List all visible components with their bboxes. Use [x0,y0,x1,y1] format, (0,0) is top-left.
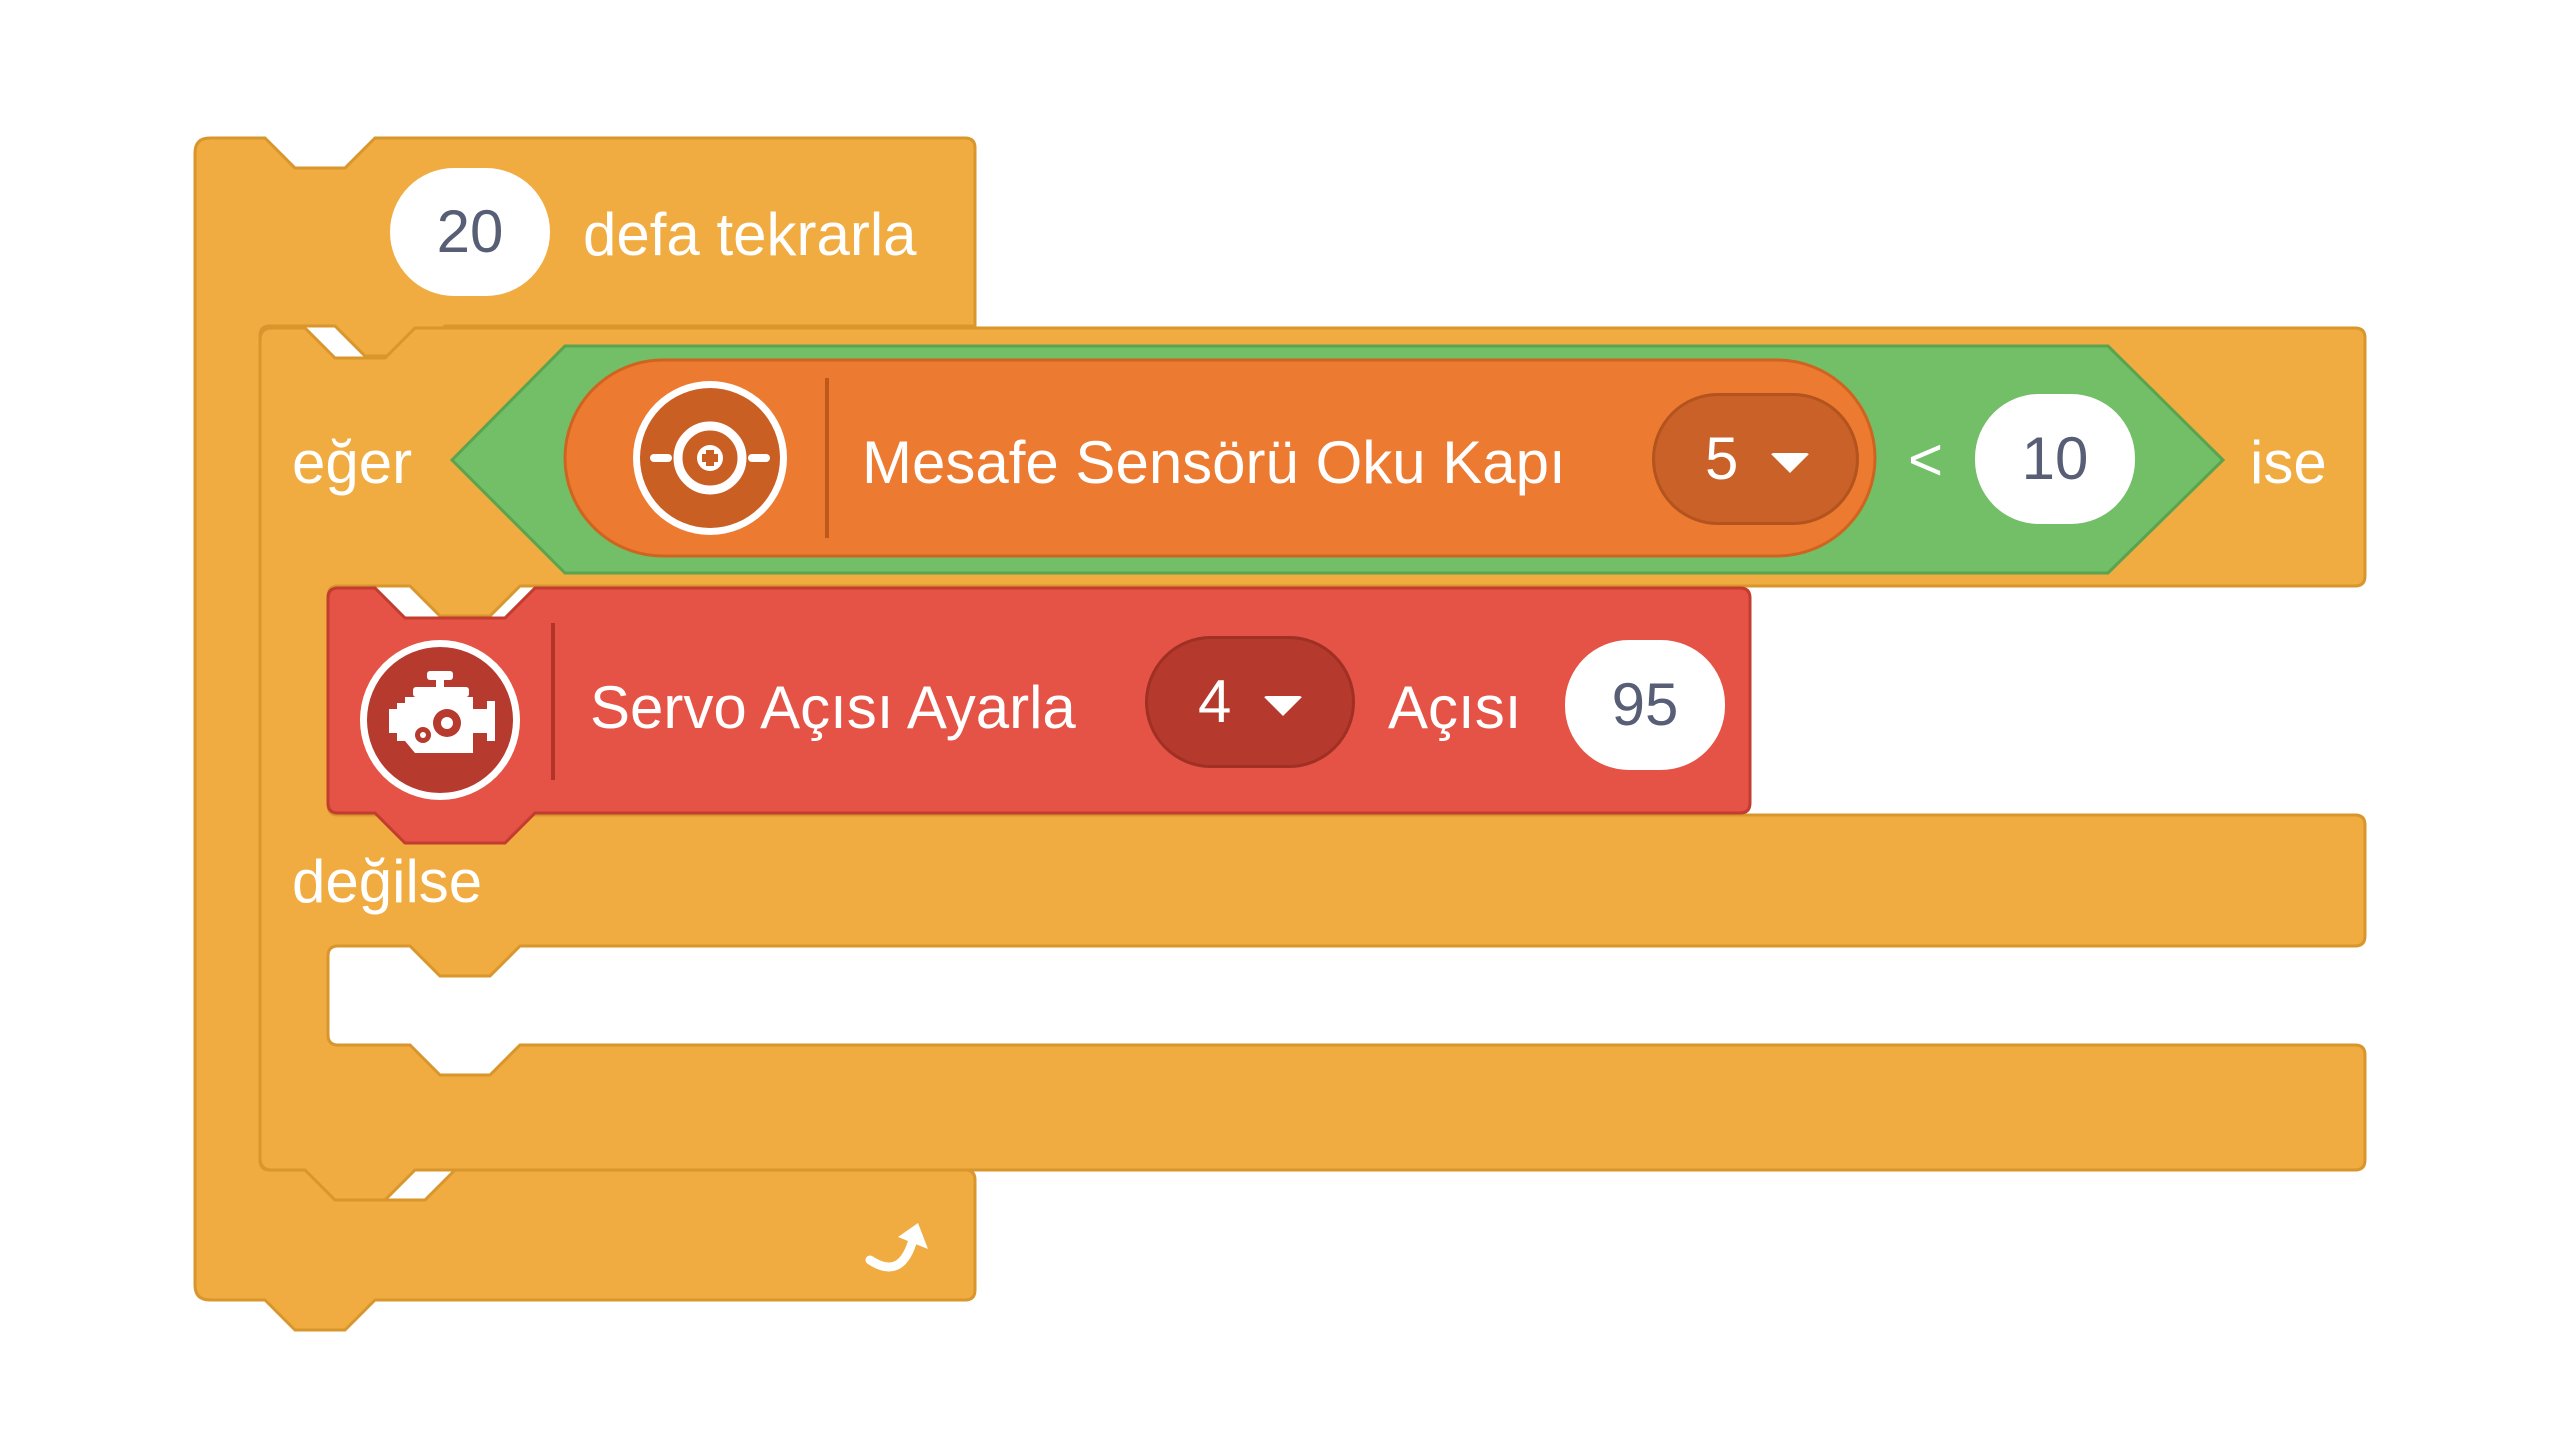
repeat-count-input[interactable]: 20 [390,168,550,296]
servo-label: Servo Açısı Ayarla [590,674,1076,741]
else-label: değilse [292,848,483,915]
servo-motor-icon [360,640,520,800]
angle-value-input[interactable]: 95 [1565,640,1725,770]
chevron-down-icon [1770,453,1811,473]
compare-value: 10 [2021,425,2089,492]
distance-sensor-icon [633,381,787,535]
then-label: ise [2250,429,2327,496]
servo-angle-block[interactable] [326,586,1752,845]
repeat-label: defa tekrarla [583,201,917,268]
chevron-down-icon [1263,696,1304,716]
loop-arrow-icon [865,1223,928,1272]
sensor-label: Mesafe Sensörü Oku Kapı [862,429,1566,496]
servo-port-value: 4 [1198,668,1232,735]
sensor-port-value: 5 [1705,425,1739,492]
angle-label: Açısı [1388,674,1522,741]
angle-value: 95 [1611,671,1679,738]
servo-port-dropdown[interactable]: 4 [1145,636,1355,768]
distance-sensor-block[interactable] [563,358,1877,558]
if-label: eğer [292,429,413,496]
sensor-port-dropdown[interactable]: 5 [1652,393,1859,525]
repeat-count-value: 20 [436,198,504,265]
less-than-operator: < [1908,426,1944,493]
compare-value-input[interactable]: 10 [1975,394,2135,524]
